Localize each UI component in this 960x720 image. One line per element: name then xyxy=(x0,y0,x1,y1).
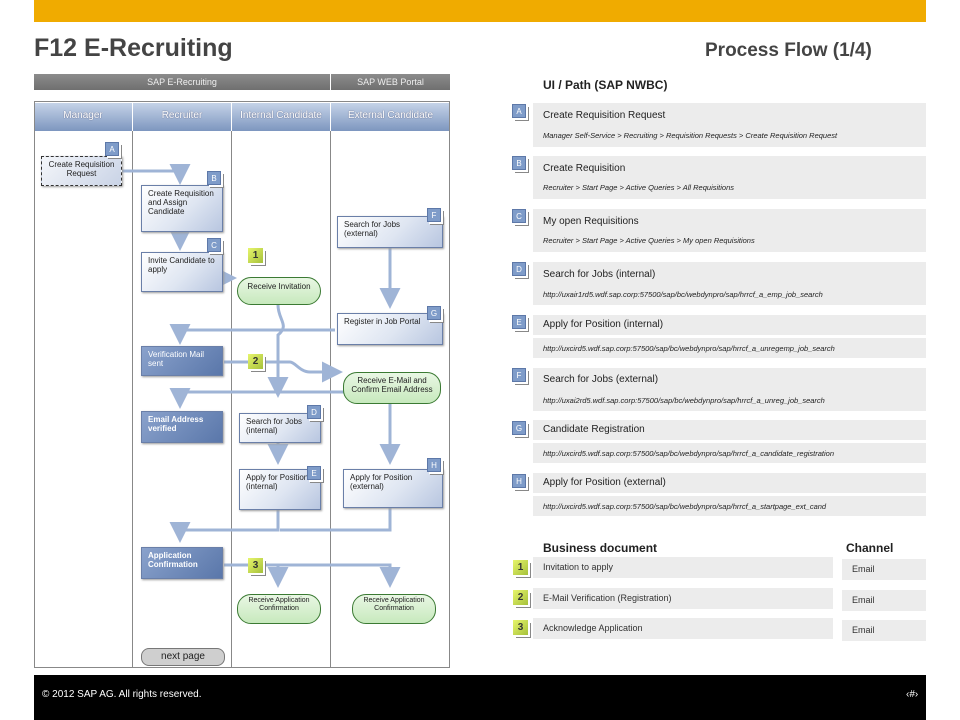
ui-path-row-title: Apply for Position (external) xyxy=(543,477,666,488)
ui-path-row: Search for Jobs (internal) http://uxair1… xyxy=(533,262,926,305)
role-external-candidate: External Candidate xyxy=(331,103,450,131)
ui-path-row-path: http://uxcird5.wdf.sap.corp:57500/sap/bc… xyxy=(543,449,835,458)
connector-confirmation-external xyxy=(278,563,401,588)
step-receive-app-confirmation-internal: Receive Application Confirmation xyxy=(237,594,321,624)
page-title: F12 E-Recruiting xyxy=(34,34,233,62)
number-badge-3: 3 xyxy=(248,558,263,573)
ui-path-row-title: Candidate Registration xyxy=(543,424,645,435)
connector-register-verification xyxy=(169,324,335,345)
number-badge-3: 3 xyxy=(513,620,528,635)
ui-path-tag: G xyxy=(512,421,526,435)
business-doc-row: Invitation to apply xyxy=(533,557,833,578)
ui-path-row-title: Create Requisition xyxy=(543,163,626,174)
step-receive-app-confirmation-external: Receive Application Confirmation xyxy=(352,594,436,624)
connector-apply-external-confirmation xyxy=(280,508,392,532)
channel-cell: Email xyxy=(842,620,926,641)
business-doc-row: Acknowledge Application xyxy=(533,618,833,639)
brand-bar xyxy=(34,0,926,22)
step-verification-mail-sent: Verification Mail sent xyxy=(141,346,223,376)
tag-g: G xyxy=(427,306,441,320)
ui-path-row-sub: http://uxcird5.wdf.sap.corp:57500/sap/bc… xyxy=(533,443,926,463)
ui-path-row-title: Create Requisition Request xyxy=(543,110,666,121)
role-recruiter: Recruiter xyxy=(133,103,231,131)
ui-path-row: Apply for Position (internal) xyxy=(533,315,926,335)
ui-path-row-path: Recruiter > Start Page > Active Queries … xyxy=(543,183,734,192)
number-badge-2: 2 xyxy=(248,354,263,369)
tag-b: B xyxy=(207,171,221,185)
step-create-requisition-request: Create Requisition Request xyxy=(41,156,122,186)
channel-title: Channel xyxy=(846,541,894,555)
footer-bar xyxy=(34,675,926,720)
ui-path-row: Create Requisition Request Manager Self-… xyxy=(533,103,926,147)
ui-path-title: UI / Path (SAP NWBC) xyxy=(543,78,668,92)
swimlane-frame xyxy=(34,101,450,668)
lane-divider xyxy=(132,131,133,668)
ui-path-row: My open Requisitions Recruiter > Start P… xyxy=(533,209,926,252)
ui-path-tag: C xyxy=(512,209,526,223)
ui-path-row: Apply for Position (external) xyxy=(533,473,926,493)
ui-path-row-path: http://uxcird5.wdf.sap.corp:57500/sap/bc… xyxy=(543,344,835,353)
ui-path-row-path: http://uxai2rd5.wdf.sap.corp:57500/sap/b… xyxy=(543,396,825,405)
ui-path-row-sub: http://uxcird5.wdf.sap.corp:57500/sap/bc… xyxy=(533,338,926,358)
step-search-jobs-external: Search for Jobs (external) xyxy=(337,216,443,248)
channel-cell: Email xyxy=(842,590,926,611)
ui-path-tag: B xyxy=(512,156,526,170)
business-document-title: Business document xyxy=(543,541,658,555)
tag-h: H xyxy=(427,458,441,472)
tag-c: C xyxy=(207,238,221,252)
tag-f: F xyxy=(427,208,441,222)
step-apply-position-external: Apply for Position (external) xyxy=(343,469,443,508)
step-email-address-verified: Email Address verified xyxy=(141,411,223,443)
step-receive-invitation: Receive Invitation xyxy=(237,277,321,305)
ui-path-tag: E xyxy=(512,315,526,329)
connector-apply-internal-confirmation xyxy=(169,510,280,543)
ui-path-tag: F xyxy=(512,368,526,382)
step-register-job-portal: Register in Job Portal xyxy=(337,313,443,345)
lane-divider xyxy=(231,131,232,668)
ui-path-row-path: Manager Self-Service > Recruiting > Requ… xyxy=(543,131,838,140)
role-manager: Manager xyxy=(34,103,132,131)
ui-path-row: Search for Jobs (external) http://uxai2r… xyxy=(533,368,926,411)
number-badge-1: 1 xyxy=(248,248,263,263)
ui-path-tag: D xyxy=(512,262,526,276)
page-subtitle: Process Flow (1/4) xyxy=(705,40,872,61)
connector-invitation-search xyxy=(267,304,289,398)
next-page-button[interactable]: next page xyxy=(141,648,225,666)
footer-copyright: © 2012 SAP AG. All rights reserved. xyxy=(42,689,202,700)
lane-group-erecruiting: SAP E-Recruiting xyxy=(34,74,330,90)
step-create-requisition-assign: Create Requisition and Assign Candidate xyxy=(141,185,223,232)
ui-path-row: Candidate Registration xyxy=(533,420,926,440)
tag-a: A xyxy=(105,142,119,156)
connector-a-b xyxy=(122,164,191,185)
connector-receive-verified xyxy=(169,388,345,409)
ui-path-row-title: Search for Jobs (internal) xyxy=(543,269,656,280)
footer-page-number: ‹#› xyxy=(906,689,919,700)
number-badge-2: 2 xyxy=(513,590,528,605)
tag-e: E xyxy=(307,466,321,480)
channel-cell: Email xyxy=(842,559,926,580)
connector-verification-receive xyxy=(224,360,343,383)
ui-path-row-title: Search for Jobs (external) xyxy=(543,374,659,385)
ui-path-row-path: http://uxcird5.wdf.sap.corp:57500/sap/bc… xyxy=(543,502,827,511)
ui-path-tag: H xyxy=(512,474,526,488)
ui-path-row-path: http://uxair1rd5.wdf.sap.corp:57500/sap/… xyxy=(543,290,823,299)
role-internal-candidate: Internal Candidate xyxy=(232,103,330,131)
ui-path-row-title: Apply for Position (internal) xyxy=(543,319,664,330)
lane-divider xyxy=(330,131,331,668)
lane-group-web-portal: SAP WEB Portal xyxy=(331,74,450,90)
ui-path-tag: A xyxy=(512,104,526,118)
step-receive-email-confirm: Receive E-Mail and Confirm Email Address xyxy=(343,372,441,404)
ui-path-row: Create Requisition Recruiter > Start Pag… xyxy=(533,156,926,199)
step-invite-candidate: Invite Candidate to apply xyxy=(141,252,223,292)
number-badge-1: 1 xyxy=(513,560,528,575)
ui-path-row-title: My open Requisitions xyxy=(543,216,639,227)
ui-path-row-path: Recruiter > Start Page > Active Queries … xyxy=(543,236,755,245)
connector-confirmation-internal xyxy=(224,563,289,588)
business-doc-row: E-Mail Verification (Registration) xyxy=(533,588,833,609)
tag-d: D xyxy=(307,405,321,419)
ui-path-row-sub: http://uxcird5.wdf.sap.corp:57500/sap/bc… xyxy=(533,496,926,516)
step-application-confirmation: Application Confirmation xyxy=(141,547,223,579)
